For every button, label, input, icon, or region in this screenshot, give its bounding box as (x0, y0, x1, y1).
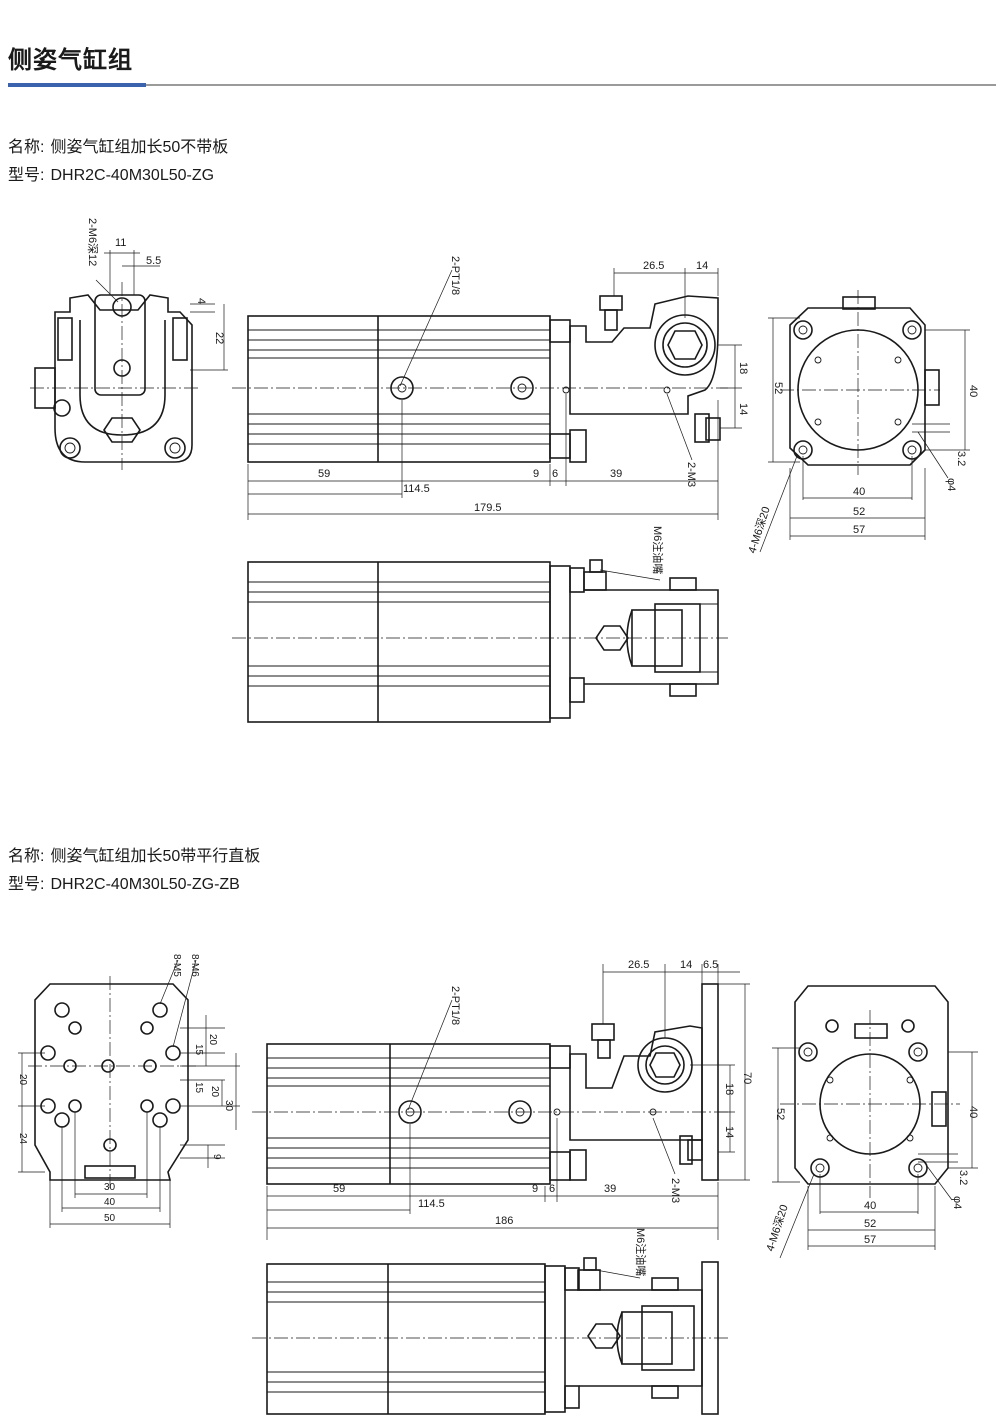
page-title: 侧姿气缸组 (8, 47, 133, 74)
model-value: DHR2C-40M30L50-ZG-ZB (50, 876, 240, 893)
dim-20b: 20 (209, 1086, 220, 1098)
dim-phi4-2: φ4 (951, 1196, 963, 1209)
dim-m6-depth12: 2-M6深12 (86, 218, 99, 266)
dim-52-h: 52 (853, 506, 865, 518)
dim-5-5: 5.5 (146, 255, 161, 267)
dim-3-2: 3.2 (955, 451, 967, 466)
top-view-1: M6注油嘴 (232, 526, 728, 723)
dim-m3-2: 2-M3 (669, 1178, 681, 1203)
product-model-1: 型号: DHR2C-40M30L50-ZG (8, 164, 214, 188)
dim-20-l: 20 (17, 1074, 28, 1086)
dim-70: 70 (741, 1072, 753, 1084)
front-view-1: 2-PT1/8 26.5 14 18 14 59 114.5 179.5 9 6… (232, 256, 749, 520)
dim-14s-2: 14 (723, 1126, 735, 1138)
dim-pt18: 2-PT1/8 (449, 256, 461, 295)
dim-9-2: 9 (532, 1183, 538, 1195)
model-label: 型号: (8, 167, 45, 184)
product-model-2: 型号: DHR2C-40M30L50-ZG-ZB (8, 873, 240, 897)
model-value: DHR2C-40M30L50-ZG (50, 167, 215, 184)
dim-52-v-2: 52 (774, 1108, 786, 1120)
drawing-section-1: 2-M6深12 11 5.5 4 22 2-PT1/8 (30, 218, 979, 723)
dim-24-l: 24 (17, 1133, 28, 1145)
dim-m3: 2-M3 (685, 462, 697, 487)
dim-40-v: 40 (967, 385, 979, 397)
dim-14-2: 14 (680, 959, 692, 971)
dim-26-5: 26.5 (643, 260, 664, 272)
dim-14-side: 14 (737, 403, 749, 415)
dim-39: 39 (610, 468, 622, 480)
name-value: 侧姿气缸组加长50带平行直板 (50, 848, 261, 865)
dim-15a: 15 (193, 1044, 204, 1056)
dim-20a: 20 (207, 1034, 218, 1046)
dim-57-h-2: 57 (864, 1234, 876, 1246)
dim-30-v: 30 (223, 1100, 234, 1112)
dim-oil: M6注油嘴 (651, 526, 665, 574)
dim-186: 186 (495, 1215, 513, 1227)
model-label: 型号: (8, 876, 45, 893)
dim-8-m5: 8-M5 (171, 954, 182, 977)
end-view-left-1: 2-M6深12 11 5.5 4 22 (30, 218, 228, 470)
dim-14-top: 14 (696, 260, 708, 272)
name-label: 名称: (8, 848, 45, 865)
product-name-2: 名称: 侧姿气缸组加长50带平行直板 (8, 845, 260, 869)
dim-50-plate: 50 (104, 1213, 116, 1224)
name-value: 侧姿气缸组加长50不带板 (50, 139, 229, 156)
dim-8-m6: 8-M6 (189, 954, 200, 977)
dim-114-5-2: 114.5 (418, 1198, 445, 1210)
dim-phi4: φ4 (945, 478, 957, 491)
dim-4: 4 (195, 298, 207, 304)
dim-6-2: 6 (549, 1183, 555, 1195)
dim-pt18-2: 2-PT1/8 (449, 986, 461, 1025)
end-view-right-2: 52 40 3.2 φ4 40 52 57 4-M6深20 (763, 985, 979, 1259)
dim-39-2: 39 (604, 1183, 616, 1195)
dim-oil-2: M6注油嘴 (634, 1228, 648, 1276)
dim-26-5-2: 26.5 (628, 959, 649, 971)
dim-52-v: 52 (772, 382, 784, 394)
dim-57-h: 57 (853, 524, 865, 536)
dim-3-2-2: 3.2 (957, 1170, 969, 1185)
top-view-2: M6注油嘴 (252, 1228, 728, 1415)
dim-9: 9 (211, 1154, 222, 1160)
name-label: 名称: (8, 139, 45, 156)
dim-59-2: 59 (333, 1183, 345, 1195)
dim-18-2: 18 (723, 1083, 735, 1095)
dim-11: 11 (115, 237, 126, 249)
end-view-right-1: 52 40 3.2 φ4 40 52 57 4-M6深20 (745, 290, 979, 555)
dim-30-h: 30 (104, 1182, 116, 1193)
dim-40-plate: 40 (104, 1197, 116, 1208)
dim-179-5: 179.5 (474, 502, 502, 514)
dim-59: 59 (318, 468, 330, 480)
dim-40-v-2: 40 (967, 1106, 979, 1118)
dim-15b: 15 (193, 1082, 204, 1094)
drawing-section-2: 8-M5 8-M6 20 15 15 20 30 9 20 24 30 (17, 954, 979, 1415)
dim-m6-depth20-2: 4-M6深20 (763, 1203, 790, 1253)
dim-18: 18 (737, 362, 749, 374)
dim-6-5: 6.5 (703, 959, 718, 971)
product-name-1: 名称: 侧姿气缸组加长50不带板 (8, 136, 228, 160)
dim-114-5: 114.5 (403, 483, 430, 495)
dim-52-h-2: 52 (864, 1218, 876, 1230)
dim-40-h: 40 (853, 486, 865, 498)
dim-40-h-2: 40 (864, 1200, 876, 1212)
dim-9: 9 (533, 468, 539, 480)
title-divider (8, 84, 996, 86)
dim-22: 22 (213, 332, 225, 344)
plate-view-2: 8-M5 8-M6 20 15 15 20 30 9 20 24 30 (17, 954, 240, 1228)
title-accent-bar (8, 83, 146, 87)
front-view-2: 2-PT1/8 26.5 14 6.5 70 18 14 59 114.5 18… (252, 959, 753, 1240)
dim-6: 6 (552, 468, 558, 480)
